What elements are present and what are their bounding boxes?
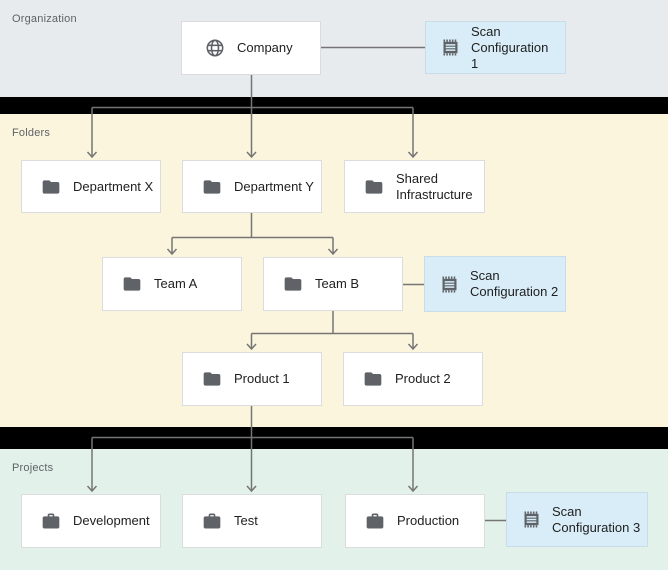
briefcase-icon <box>202 511 222 531</box>
node-label: Test <box>234 513 258 528</box>
globe-icon <box>205 38 225 58</box>
briefcase-icon <box>365 511 385 531</box>
node-development: Development <box>21 494 161 548</box>
scan-document-icon <box>439 274 460 295</box>
folder-icon <box>202 177 222 197</box>
node-team-a: Team A <box>102 257 242 311</box>
scan-config-label: Scan Configuration 3 <box>552 503 641 535</box>
folder-icon <box>41 177 61 197</box>
folder-icon <box>202 369 222 389</box>
scan-config-label: Scan Configuration 2 <box>470 268 559 299</box>
node-label: Shared Infrastructure <box>396 170 473 202</box>
node-department-y: Department Y <box>182 160 322 213</box>
node-company: Company <box>181 21 321 75</box>
scan-configuration-3: Scan Configuration 3 <box>506 492 648 547</box>
scan-config-label: Scan Configuration 1 <box>471 23 549 71</box>
node-label: Product 1 <box>234 371 290 386</box>
folder-icon <box>283 274 303 294</box>
node-label: Department X <box>73 178 154 194</box>
node-product-1: Product 1 <box>182 352 322 406</box>
node-department-x: Department X <box>21 160 161 213</box>
node-production: Production <box>345 494 485 548</box>
section-label-folders: Folders <box>12 127 51 139</box>
folder-icon <box>122 274 142 294</box>
scan-configuration-2: Scan Configuration 2 <box>424 256 566 312</box>
node-label: Production <box>397 513 460 528</box>
node-test: Test <box>182 494 322 548</box>
section-organization: Organization <box>0 0 668 97</box>
node-label: Team A <box>154 276 198 291</box>
node-product-2: Product 2 <box>343 352 483 406</box>
node-label: Development <box>73 513 150 528</box>
node-label: Department Y <box>234 178 314 194</box>
scan-document-icon <box>521 509 542 530</box>
node-label: Product 2 <box>395 371 451 386</box>
section-label-organization: Organization <box>12 13 77 25</box>
scan-document-icon <box>440 37 461 58</box>
folder-icon <box>363 369 383 389</box>
node-team-b: Team B <box>263 257 403 311</box>
node-label: Team B <box>315 276 360 291</box>
scan-configuration-1: Scan Configuration 1 <box>425 21 566 74</box>
node-shared-infrastructure: Shared Infrastructure <box>344 160 485 213</box>
section-label-projects: Projects <box>12 462 54 474</box>
folder-icon <box>364 177 384 197</box>
node-label: Company <box>237 40 293 55</box>
briefcase-icon <box>41 511 61 531</box>
